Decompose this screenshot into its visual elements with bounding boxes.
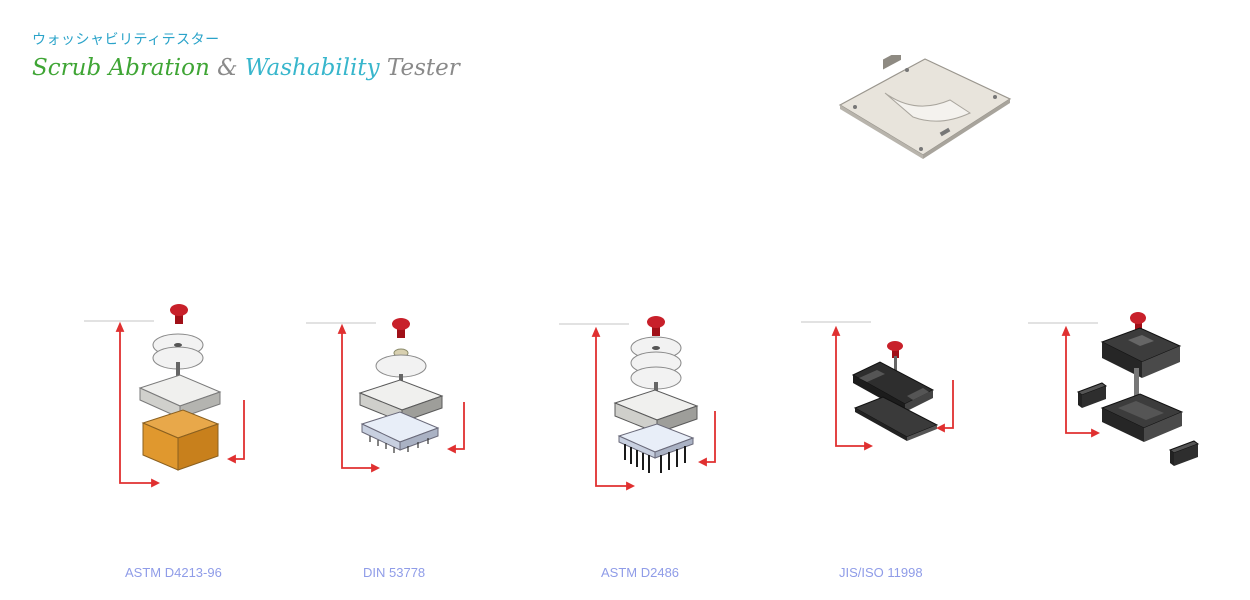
assembly-astm-d4213-image [84, 304, 245, 488]
arrow-icon [1061, 325, 1101, 438]
assembly-astm-d2486-image [559, 316, 716, 491]
arrow-icon [591, 326, 716, 491]
assembly-din-53778-image [306, 318, 465, 473]
page-title: Scrub Abration & Washability Tester [32, 55, 460, 81]
arrow-icon [337, 323, 465, 473]
knob-icon [170, 304, 188, 324]
arrow-icon [115, 321, 245, 488]
assembly-clamp-holder-image [1028, 312, 1200, 466]
standard-label-din-53778: DIN 53778 [363, 565, 426, 580]
standard-label-astm-d4213: ASTM D4213-96 [125, 565, 222, 580]
pad-icon [1076, 382, 1108, 408]
test-plate-image [838, 55, 1012, 159]
knob-icon [1130, 312, 1146, 330]
arrow-icon [831, 325, 954, 451]
standard-label-astm-d2486: ASTM D2486 [601, 565, 680, 580]
title-ampersand: & [217, 55, 238, 81]
standard-label-jis-iso-11998: JIS/ISO 11998 [839, 565, 923, 580]
assembly-jis-iso-11998-image [801, 321, 954, 451]
knob-icon [887, 341, 903, 358]
pad-icon [1168, 440, 1200, 466]
knob-icon [392, 318, 410, 338]
subtitle-kana: ウォッシャビリティテスター [32, 32, 220, 48]
knob-icon [647, 316, 665, 336]
title-part-washability: Washability [244, 55, 380, 81]
title-part-scrub: Scrub Abration [32, 55, 210, 81]
title-part-tester: Tester [386, 55, 460, 81]
